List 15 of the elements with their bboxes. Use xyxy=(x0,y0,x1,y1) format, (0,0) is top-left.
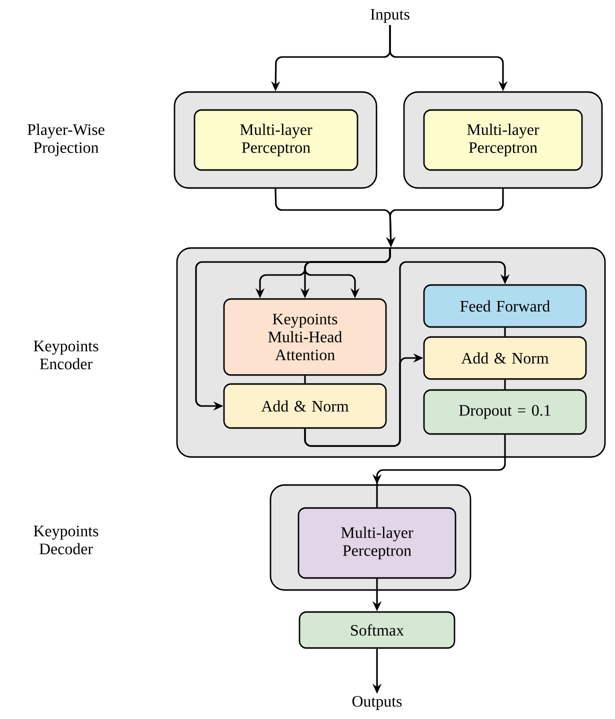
process-box: Multi-layer Perceptron xyxy=(298,507,456,579)
process-box: Softmax xyxy=(298,611,456,649)
process-box: Add & Norm xyxy=(423,336,587,380)
side-label: Player-Wise Projection xyxy=(28,124,104,156)
flow-label: Inputs xyxy=(370,9,410,23)
process-box: Dropout = 0.1 xyxy=(423,389,587,435)
process-box: Add & Norm xyxy=(223,383,387,429)
side-label: Keypoints Decoder xyxy=(34,526,98,554)
side-label: Keypoints Encoder xyxy=(34,340,98,370)
process-box: Multi-layer Perceptron xyxy=(194,109,358,171)
process-box: Multi-layer Perceptron xyxy=(423,109,583,171)
process-box: Keypoints Multi-Head Attention xyxy=(223,298,387,376)
arrow xyxy=(304,261,510,447)
flow-label: Outputs xyxy=(352,696,402,710)
process-box: Feed Forward xyxy=(423,284,587,328)
